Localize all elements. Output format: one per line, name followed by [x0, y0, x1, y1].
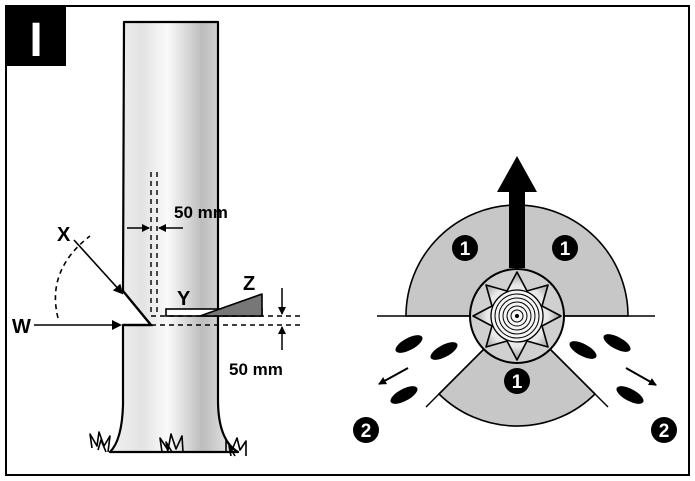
- wedge-z: [199, 293, 263, 317]
- tree-trunk: [108, 20, 240, 454]
- svg-text:1: 1: [512, 372, 523, 393]
- label-y: Y: [177, 288, 191, 310]
- footprints-left: [390, 335, 458, 404]
- footprints-right: [569, 334, 644, 404]
- svg-text:2: 2: [361, 421, 372, 442]
- svg-text:1: 1: [560, 239, 571, 260]
- retreat-arrow-left: [378, 367, 409, 385]
- badge-1-right: 1: [552, 235, 578, 261]
- badge-1-rear: 1: [504, 368, 530, 394]
- felling-direction-arrow: [497, 156, 537, 268]
- dim-vertical-label: 50 mm: [229, 360, 283, 379]
- badge-2-left: 2: [353, 417, 379, 443]
- stump-top-view: [469, 268, 565, 364]
- retreat-arrow-right: [625, 367, 657, 386]
- grass-tufts: [89, 431, 247, 457]
- pointer-x: [73, 239, 124, 295]
- label-z: Z: [243, 273, 255, 295]
- label-x: X: [57, 224, 71, 246]
- label-w: W: [12, 316, 31, 338]
- svg-text:1: 1: [460, 239, 471, 260]
- badge-2-right: 2: [651, 417, 677, 443]
- notch-angle-arc: [54, 235, 91, 319]
- panel-label: I: [6, 6, 66, 67]
- svg-text:2: 2: [659, 421, 670, 442]
- dim-horizontal-label: 50 mm: [174, 203, 228, 222]
- panel-label-text: I: [29, 14, 42, 67]
- badge-1-left: 1: [452, 235, 478, 261]
